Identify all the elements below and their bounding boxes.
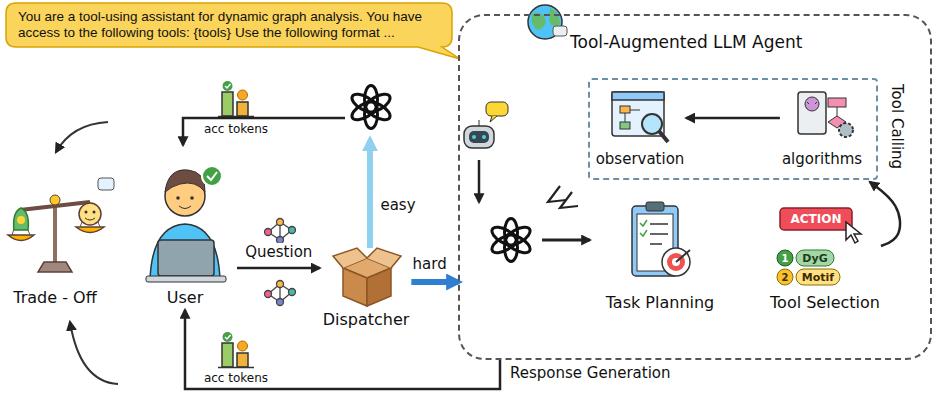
connector [686, 117, 780, 120]
badge-number: 2 [782, 272, 789, 283]
connector [411, 279, 458, 285]
box-icon [333, 248, 401, 306]
tool-calling-box: Tool Callingobservationalgorithms [588, 78, 878, 180]
llm-logo [349, 86, 393, 129]
metric-label: acc tokens [204, 371, 268, 385]
prompt-bubble: You are a tool-using assistant for dynam… [6, 3, 452, 47]
node-label: Task Planning [606, 293, 715, 312]
bubble-outline [6, 3, 460, 59]
node-label: observation [596, 150, 685, 168]
graph-icon [265, 219, 296, 244]
robot-icon [464, 102, 508, 148]
globe-icon [528, 5, 567, 39]
answer-arrow [183, 118, 345, 145]
edge-label: Question [243, 243, 314, 261]
group-heading: Tool Calling [888, 84, 906, 169]
connector [237, 267, 320, 270]
llm-logo [489, 219, 533, 262]
node-label: Dispatcher [323, 310, 410, 329]
bar-icon [218, 332, 254, 368]
agent-region: Tool-Augmented LLM AgentTool Calling obse… [458, 14, 932, 360]
graph-icon [265, 281, 296, 306]
clipboard-icon [632, 202, 690, 276]
connector [185, 310, 500, 389]
tool-name: Motif [802, 271, 834, 284]
observation-node: observation [596, 88, 685, 168]
node-label: Trade - Off [5, 288, 105, 307]
connector [870, 182, 900, 246]
task-planning-node: Task Planning [606, 200, 715, 312]
user-node: User [135, 150, 235, 307]
user-icon [146, 166, 226, 282]
path-label: easy [380, 196, 415, 214]
badge-number: 1 [782, 253, 789, 264]
node-label: User [135, 288, 235, 307]
bar-icon [218, 81, 254, 117]
algorithm-icon [798, 92, 853, 137]
tradeoff-node: Trade - Off [5, 160, 105, 307]
easy-arrow [367, 140, 373, 248]
scale-icon [8, 178, 114, 272]
dispatcher-node: Dispatcher [323, 248, 410, 329]
node-label: algorithms [782, 150, 862, 168]
chevrons [548, 186, 578, 208]
edge-label: Response Generation [508, 364, 673, 382]
prompt-text: You are a tool-using assistant for dynam… [18, 9, 440, 41]
curve-arrow [70, 322, 118, 384]
observation-icon [612, 92, 668, 142]
algorithm-node: algorithms [782, 86, 862, 168]
action-badge-text: ACTION [791, 212, 842, 226]
tool-name: DyG [802, 252, 827, 265]
edge-label: hard [411, 255, 449, 273]
tool-badges [777, 208, 861, 285]
flow-arrow [542, 239, 590, 242]
metric-label: acc tokens [204, 122, 268, 136]
flow-arrow [478, 160, 481, 202]
curve-arrow [56, 122, 108, 152]
node-label: Tool Selection [770, 293, 880, 312]
group-heading: Tool-Augmented LLM Agent [570, 32, 802, 52]
